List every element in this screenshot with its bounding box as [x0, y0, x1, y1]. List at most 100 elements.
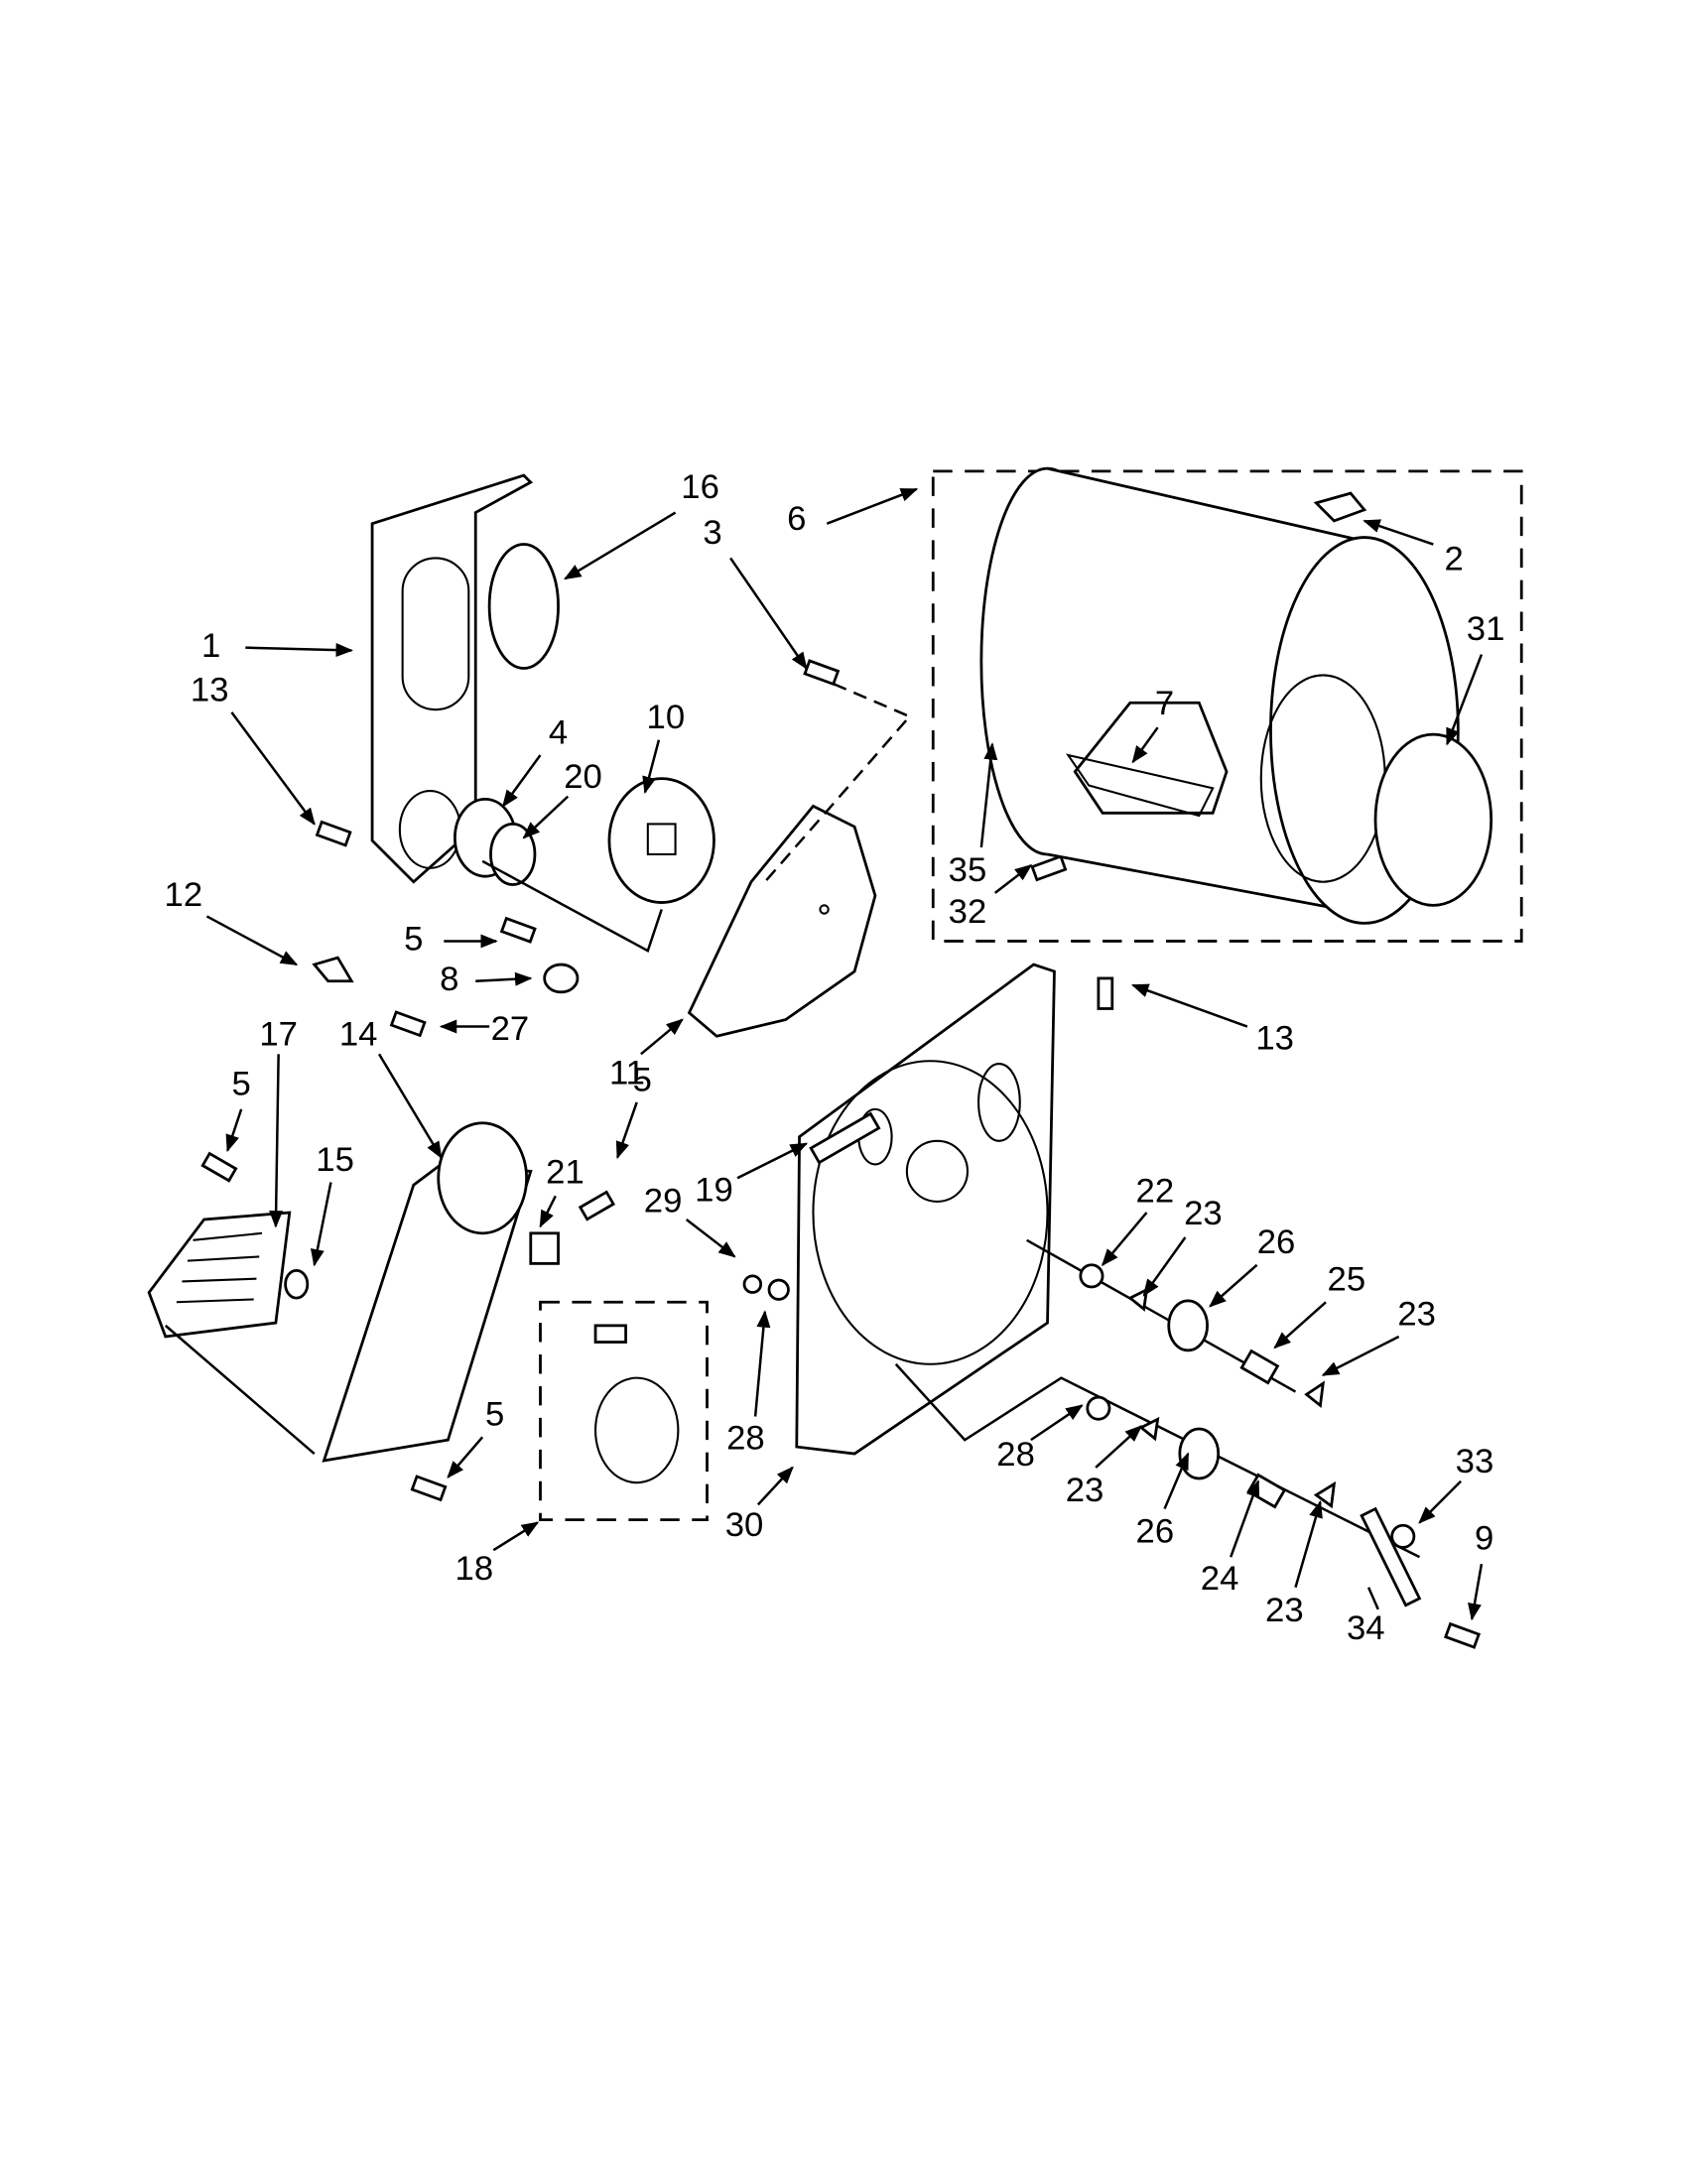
callout-label-5: 5 [404, 921, 423, 959]
callout-label-11: 11 [609, 1054, 645, 1092]
callout-label-25: 25 [1328, 1261, 1366, 1299]
clip-part [312, 956, 354, 983]
callout-label-10: 10 [647, 699, 686, 736]
callout-label-29: 29 [644, 1182, 683, 1220]
callout-leader-arrow [1446, 654, 1484, 746]
blower-housing-part [687, 804, 877, 1038]
callout-label-14: 14 [339, 1015, 378, 1053]
callout-label-23: 23 [1265, 1592, 1304, 1629]
drum-assembly-box [931, 469, 1523, 943]
callout-leader-arrow [642, 739, 661, 795]
callout-label-6: 6 [787, 500, 806, 538]
callout-label-9: 9 [1475, 1520, 1493, 1558]
callout-leader-arrow [1366, 1587, 1379, 1610]
thermal-fuse-part [529, 1231, 560, 1265]
rear-panel-part [795, 963, 1056, 1456]
foam-strip-part [809, 1111, 881, 1165]
callout-leader-arrow [310, 1182, 332, 1267]
callout-label-23: 23 [1184, 1195, 1223, 1232]
callout-leader-arrow [729, 557, 808, 670]
callout-leader-arrow [756, 1466, 794, 1506]
callout-leader-arrow [1321, 1335, 1400, 1376]
callout-leader-arrow [753, 1310, 771, 1417]
callout-label-35: 35 [949, 851, 987, 889]
callout-label-13: 13 [191, 671, 229, 708]
fuse-part [284, 1268, 310, 1300]
callout-leader-arrow [501, 754, 542, 808]
callout-label-32: 32 [949, 893, 987, 931]
callout-leader-arrow [225, 1108, 243, 1153]
callout-label-5: 5 [633, 1061, 652, 1098]
callout-leader-arrow [1230, 1479, 1260, 1558]
callout-leader-arrow [993, 864, 1033, 894]
callout-label-21: 21 [546, 1153, 584, 1191]
callout-leader-arrow [1363, 519, 1434, 546]
callout-label-26: 26 [1257, 1223, 1296, 1261]
callout-label-8: 8 [440, 961, 458, 998]
heater-duct-part [322, 1121, 533, 1463]
nut-part [742, 1274, 763, 1294]
callout-leader-arrow [245, 643, 354, 658]
callout-leader-arrow [522, 795, 570, 839]
screw-parts [200, 659, 1482, 1649]
callout-label-34: 34 [1347, 1609, 1385, 1647]
idler-parts [894, 1238, 1422, 1607]
callout-leader-arrow [447, 1436, 484, 1478]
callout-leader-arrow [475, 971, 533, 986]
callout-label-33: 33 [1456, 1443, 1494, 1480]
callout-label-7: 7 [1155, 685, 1174, 722]
bushing-part [489, 823, 537, 886]
callout-label-18: 18 [455, 1550, 494, 1588]
heating-element-part [147, 1211, 292, 1339]
callout-label-23: 23 [1397, 1295, 1436, 1333]
callout-leader-arrow [563, 511, 677, 580]
callout-leader-arrow [492, 1521, 540, 1552]
callout-label-13: 13 [1255, 1020, 1294, 1058]
callout-leader-arrow [685, 1218, 736, 1258]
callout-label-26: 26 [1136, 1513, 1175, 1551]
callout-label-16: 16 [681, 468, 719, 506]
callout-label-5: 5 [232, 1065, 251, 1102]
callout-label-5: 5 [485, 1396, 504, 1434]
blower-wheel-part [607, 777, 715, 904]
callout-label-4: 4 [549, 713, 568, 751]
callout-label-28: 28 [726, 1419, 765, 1457]
callout-leader-arrow [230, 711, 316, 826]
callout-label-19: 19 [695, 1171, 733, 1209]
callout-label-22: 22 [1136, 1173, 1175, 1211]
callout-leader-arrow [1163, 1452, 1190, 1510]
callout-label-2: 2 [1445, 540, 1464, 578]
callout-label-23: 23 [1066, 1472, 1104, 1509]
seal-part [487, 543, 560, 670]
callout-label-24: 24 [1201, 1560, 1239, 1598]
kit-wire-part [594, 1376, 680, 1484]
callout-leader-arrow [205, 915, 299, 966]
callout-leader-arrow [736, 1142, 809, 1180]
callout-label-17: 17 [259, 1015, 298, 1053]
callout-leader-arrow [1130, 983, 1248, 1028]
callout-leader-arrow [1468, 1563, 1484, 1621]
callout-leader-arrow [377, 1053, 443, 1159]
callout-leader-arrow [1418, 1479, 1462, 1524]
callout-label-28: 28 [996, 1436, 1035, 1474]
callout-leader-arrow [826, 487, 919, 525]
washer-part [767, 1278, 790, 1301]
callout-label-31: 31 [1467, 610, 1505, 648]
callout-leader-arrow [1142, 1236, 1187, 1297]
callout-leader-arrow [1294, 1499, 1323, 1589]
callout-leader-arrow [1273, 1301, 1327, 1349]
callout-leader-arrow [1030, 1404, 1084, 1442]
callout-label-30: 30 [725, 1506, 764, 1544]
callout-leader-arrow [615, 1101, 638, 1160]
callout-label-12: 12 [165, 876, 203, 914]
callout-label-15: 15 [316, 1141, 354, 1179]
callout-leader-arrow [1101, 1212, 1148, 1267]
callout-label-3: 3 [703, 514, 721, 552]
kit-connector-part [593, 1324, 627, 1344]
callout-leader-arrow [640, 1018, 684, 1056]
callout-leader-arrow [269, 1054, 284, 1228]
glide-part [1313, 491, 1367, 523]
thermostat-part [543, 963, 580, 994]
callout-leader-arrow [1209, 1263, 1258, 1308]
